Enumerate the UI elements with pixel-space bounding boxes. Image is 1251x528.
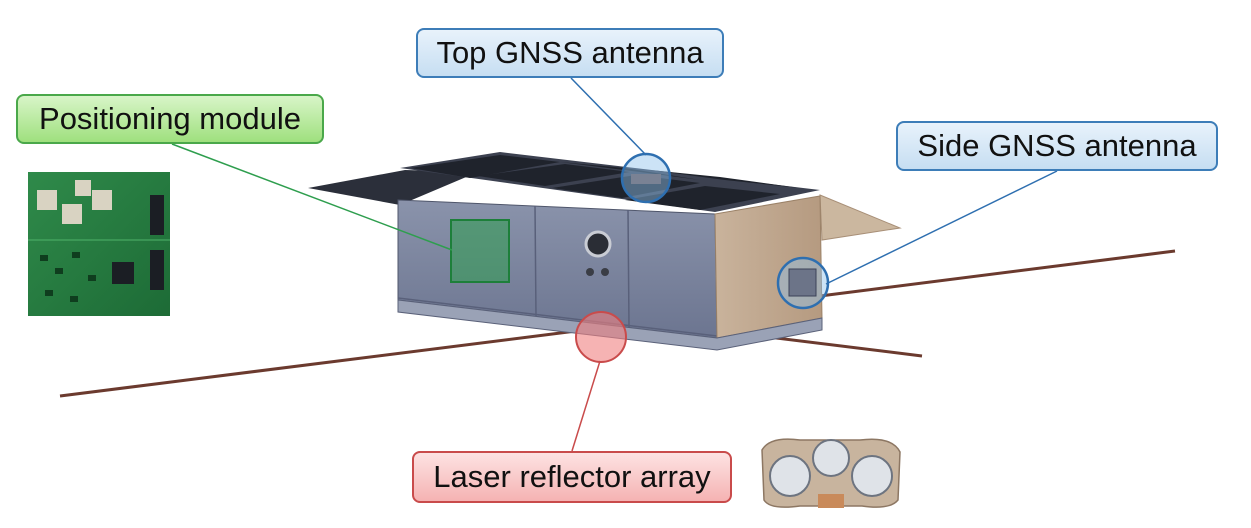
leader-lines	[171, 77, 1058, 452]
positioning-module-label: Positioning module	[16, 94, 324, 144]
leader-side-gnss	[825, 170, 1058, 285]
laser-reflector-image	[761, 438, 901, 508]
pcb-board-image	[28, 172, 170, 316]
leader-laser	[571, 360, 601, 452]
antenna-wire-left	[59, 326, 601, 398]
solar-panel-right	[819, 194, 902, 241]
leader-positioning	[171, 143, 453, 251]
bottom-rail	[397, 299, 823, 351]
body-panel-lines	[397, 205, 718, 337]
camera-lens-icon	[584, 230, 612, 258]
antenna-wire-bottom	[759, 334, 923, 358]
antenna-wires	[59, 249, 1176, 398]
solar-panel-left	[308, 170, 478, 205]
top-solar-panels	[400, 152, 820, 212]
antenna-wire-right	[819, 249, 1176, 298]
side-gnss-antenna-label: Side GNSS antenna	[896, 121, 1218, 171]
positioning-module-highlight	[450, 219, 510, 283]
laser-reflector-array-label: Laser reflector array	[412, 451, 732, 503]
leader-top-gnss	[570, 77, 647, 156]
laser-reflector-marker	[575, 311, 627, 363]
top-gnss-antenna-label: Top GNSS antenna	[416, 28, 724, 78]
